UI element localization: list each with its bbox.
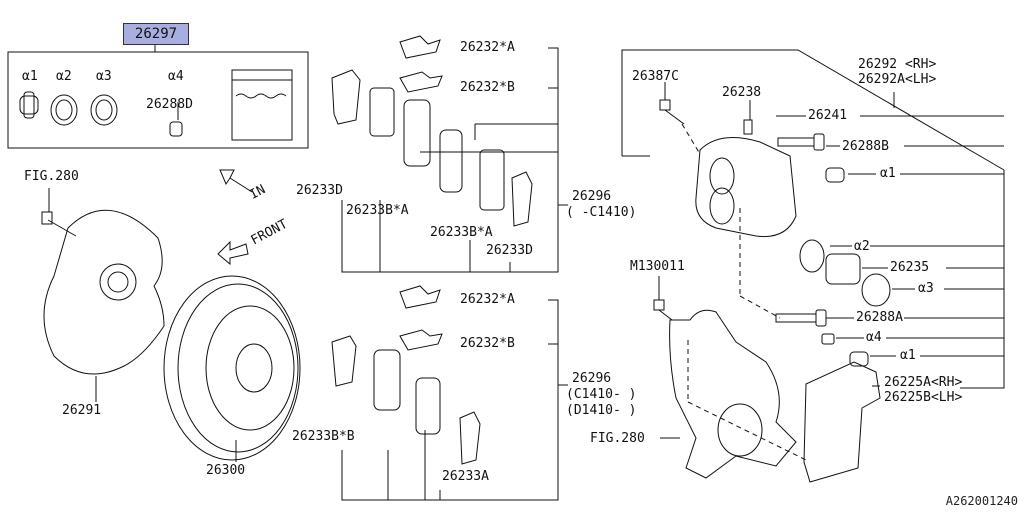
kit-item-label: α2 (56, 69, 72, 84)
pad-shim-icon (331, 69, 361, 125)
highlighted-part-number[interactable]: 26297 (123, 23, 189, 45)
in-arrow-icon (219, 169, 253, 193)
part-label[interactable]: 26233A (442, 469, 489, 484)
boot-icon (825, 167, 845, 183)
part-label[interactable]: 26233D (296, 183, 343, 198)
clip-icon (399, 285, 443, 351)
part-label[interactable]: 26225B<LH> (884, 390, 963, 405)
part-note: ( -C1410) (566, 205, 637, 220)
kit-seal-a3-icon (90, 94, 118, 126)
part-label[interactable]: 26292 <RH> (858, 57, 937, 72)
kit-item-label: α1 (22, 69, 38, 84)
part-label[interactable]: 26233B*A (430, 225, 493, 240)
bushing-icon (821, 333, 835, 345)
bleeder-icon (743, 119, 753, 135)
kit-ref-label[interactable]: α4 (866, 330, 882, 345)
pad-icon (373, 349, 481, 465)
fig-reference-label[interactable]: FIG.280 (24, 169, 79, 184)
part-label[interactable]: 26232*A (460, 40, 515, 55)
guide-pin-icon (777, 133, 825, 151)
fig-reference-label[interactable]: FIG.280 (590, 431, 645, 446)
part-label[interactable]: M130011 (630, 259, 685, 274)
part-label[interactable]: 26288A (856, 310, 903, 325)
kit-box (7, 51, 309, 149)
part-note: (C1410- ) (566, 387, 637, 402)
front-arrow-icon (217, 240, 249, 266)
part-label[interactable]: 26232*B (460, 336, 515, 351)
steering-knuckle-icon (669, 309, 797, 479)
kit-ref-label[interactable]: α2 (854, 239, 870, 254)
caliper-body-icon (695, 137, 797, 238)
diagram-reference-code: A262001240 (945, 494, 1018, 508)
kit-item-label: α3 (96, 69, 112, 84)
part-label[interactable]: 26225A<RH> (884, 375, 963, 390)
part-label[interactable]: 26300 (206, 463, 246, 478)
part-label[interactable]: 26232*B (460, 80, 515, 95)
brake-rotor-icon (163, 275, 301, 461)
caliper-support-icon (803, 361, 881, 483)
guide-pin-icon (775, 309, 827, 327)
kit-bushing-icon (169, 121, 183, 137)
clip-icon (399, 35, 443, 93)
part-label[interactable]: 26241 (808, 108, 848, 123)
part-label[interactable]: 26292A<LH> (858, 72, 937, 87)
boot-icon (861, 273, 891, 307)
kit-seal-a2-icon (50, 94, 78, 126)
part-label[interactable]: 26291 (62, 403, 102, 418)
kit-item-label: 26288D (146, 97, 193, 112)
part-note: (D1410- ) (566, 403, 637, 418)
part-label[interactable]: 26233B*A (346, 203, 409, 218)
kit-ref-label[interactable]: α1 (880, 166, 896, 181)
piston-icon (825, 253, 861, 285)
kit-item-label: α4 (168, 69, 184, 84)
part-label[interactable]: 26232*A (460, 292, 515, 307)
part-label[interactable]: 26296 (572, 371, 612, 386)
kit-ref-label[interactable]: α1 (900, 348, 916, 363)
dust-shield-icon (43, 209, 165, 375)
part-label[interactable]: 26233B*B (292, 429, 355, 444)
part-label[interactable]: 26233D (486, 243, 533, 258)
grease-pack-icon (231, 69, 293, 141)
part-label[interactable]: 26288B (842, 139, 889, 154)
kit-seal-a1-icon (19, 91, 39, 119)
pad-icon (369, 87, 533, 227)
part-label[interactable]: 26296 (572, 189, 612, 204)
pad-shim-icon (331, 335, 357, 387)
bolt-icon (653, 299, 673, 321)
part-label[interactable]: 26387C (632, 69, 679, 84)
bolt-icon (659, 99, 685, 125)
boot-icon (849, 351, 869, 367)
part-label[interactable]: 26238 (722, 85, 762, 100)
bolt-icon (41, 211, 77, 237)
seal-icon (799, 239, 825, 273)
kit-ref-label[interactable]: α3 (918, 281, 934, 296)
part-label[interactable]: 26235 (890, 260, 930, 275)
